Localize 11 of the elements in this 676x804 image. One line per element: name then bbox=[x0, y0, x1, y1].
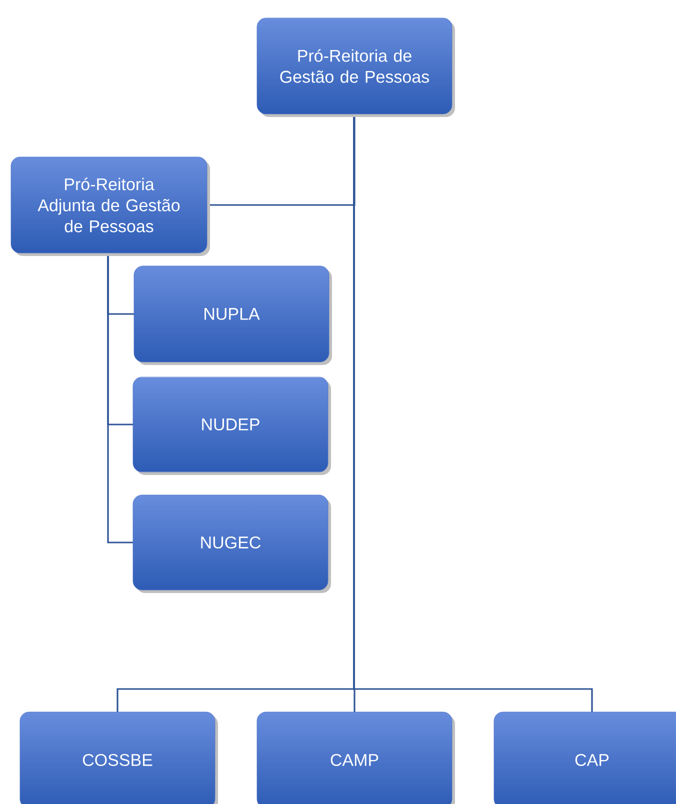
org-box: NUDEP bbox=[132, 376, 331, 475]
connector bbox=[207, 114, 356, 206]
org-box: COSSBE bbox=[20, 712, 218, 804]
org-box: Pró-Reitoria de Gestão de Pessoas bbox=[256, 18, 455, 117]
org-box: CAP bbox=[494, 712, 676, 804]
org-box: Pró-Reitoria Adjunta de Gestão de Pessoas bbox=[10, 156, 210, 256]
connector bbox=[107, 253, 133, 544]
org-box: NUGEC bbox=[132, 494, 331, 593]
org-box: NUPLA bbox=[134, 266, 332, 365]
org-box: CAMP bbox=[256, 712, 455, 804]
connector bbox=[353, 114, 593, 712]
